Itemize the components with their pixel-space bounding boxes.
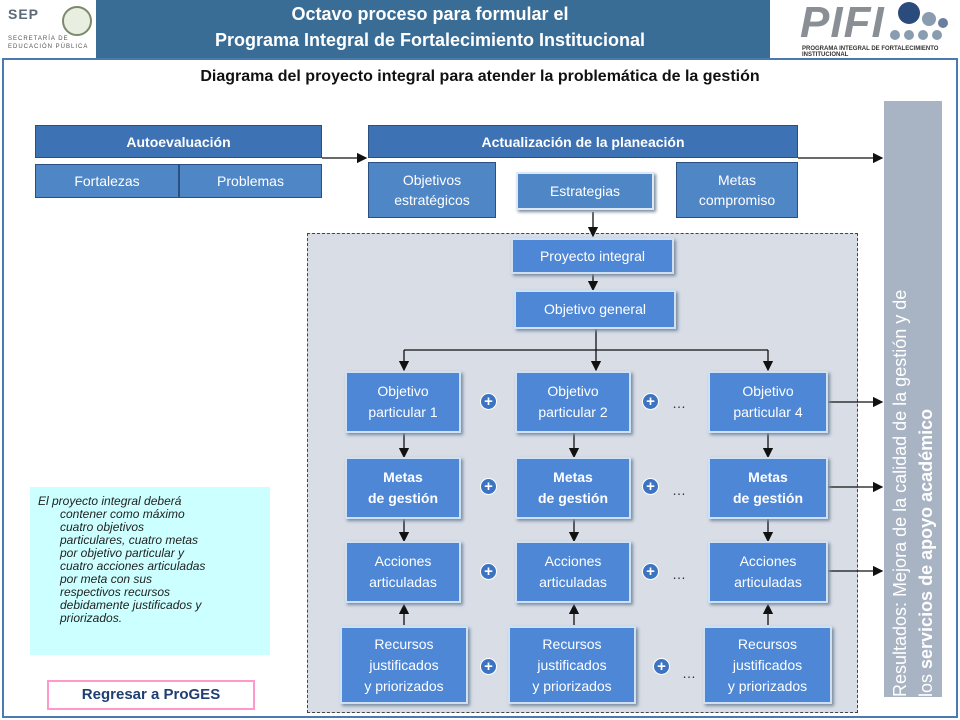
objetivo-particular-1-box: Objetivo particular 1 bbox=[345, 371, 461, 433]
metas-2-line2: de gestión bbox=[537, 490, 608, 506]
acciones-articuladas-1-box: Acciones articuladas bbox=[345, 541, 461, 603]
plus-icon: + bbox=[480, 478, 497, 495]
note-line: respectivos recursos bbox=[60, 585, 171, 599]
estrategias-box: Estrategias bbox=[516, 172, 654, 210]
metas-4-line1: Metas bbox=[748, 469, 788, 485]
plus-icon: + bbox=[480, 563, 497, 580]
acciones-2-line1: Acciones bbox=[544, 553, 602, 569]
resultados-line2-normal: los bbox=[916, 668, 936, 697]
recursos-1-line1: Recursos bbox=[374, 635, 434, 652]
metas-1-line2: de gestión bbox=[367, 490, 438, 506]
acciones-4-line1: Acciones bbox=[739, 553, 797, 569]
metas-compromiso-line1: Metas bbox=[717, 172, 757, 188]
resultados-line2: los servicios de apoyo académico bbox=[913, 101, 939, 697]
metas-compromiso-line2: compromiso bbox=[698, 192, 776, 208]
acciones-2-line2: articuladas bbox=[539, 574, 607, 590]
objetivo-particular-4-box: Objetivo particular 4 bbox=[708, 371, 828, 433]
acciones-1-line2: articuladas bbox=[369, 574, 437, 590]
recursos-4-box: Recursos justificados y priorizados bbox=[703, 626, 832, 704]
metas-4-line2: de gestión bbox=[732, 490, 803, 506]
recursos-4-line1: Recursos bbox=[737, 635, 798, 652]
recursos-2-line1: Recursos bbox=[542, 635, 602, 652]
sep-subtitle-1: SECRETARÍA DE bbox=[8, 36, 69, 42]
regresar-proges-button[interactable]: Regresar a ProGES bbox=[47, 680, 255, 710]
page-title-line1: Octavo proceso para formular el bbox=[291, 4, 569, 24]
plus-icon: + bbox=[642, 563, 659, 580]
recursos-1-line3: y priorizados bbox=[364, 677, 444, 694]
content-frame bbox=[2, 58, 958, 718]
ellipsis: … bbox=[672, 395, 687, 411]
metas-gestion-2-box: Metas de gestión bbox=[515, 457, 631, 519]
note-line: contener como máximo bbox=[60, 507, 185, 521]
ellipsis: … bbox=[682, 665, 697, 681]
metas-compromiso-box: Metas compromiso bbox=[676, 162, 798, 218]
objetivos-estrategicos-box: Objetivos estratégicos bbox=[368, 162, 496, 218]
note-line: por objetivo particular y bbox=[60, 546, 185, 560]
plus-icon: + bbox=[653, 658, 670, 675]
objetivo-particular-2-box: Objetivo particular 2 bbox=[515, 371, 631, 433]
acciones-articuladas-4-box: Acciones articuladas bbox=[708, 541, 828, 603]
metas-gestion-4-box: Metas de gestión bbox=[708, 457, 828, 519]
recursos-4-line3: y priorizados bbox=[727, 677, 808, 694]
objetivo-1-line1: Objetivo bbox=[377, 383, 429, 399]
problemas-box: Problemas bbox=[179, 164, 322, 198]
objetivo-2-line1: Objetivo bbox=[547, 383, 599, 399]
objetivo-4-line1: Objetivo bbox=[742, 383, 794, 399]
metas-gestion-1-box: Metas de gestión bbox=[345, 457, 461, 519]
info-note: El proyecto integral deberá contener com… bbox=[30, 487, 270, 655]
objetivo-2-line2: particular 2 bbox=[538, 404, 608, 420]
planeacion-header: Actualización de la planeación bbox=[368, 125, 798, 158]
objetivo-general-box: Objetivo general bbox=[514, 290, 676, 329]
metas-2-line1: Metas bbox=[553, 469, 593, 485]
note-line: El proyecto integral deberá bbox=[38, 494, 182, 508]
resultados-line2-bold: servicios de apoyo académico bbox=[916, 408, 936, 669]
recursos-1-line2: justificados bbox=[369, 656, 439, 673]
objetivo-1-line2: particular 1 bbox=[368, 404, 438, 420]
note-line: por meta con sus bbox=[60, 572, 153, 586]
sep-logo-text: SEP bbox=[8, 6, 40, 22]
sep-subtitle-2: EDUCACIÓN PÚBLICA bbox=[8, 44, 89, 50]
objetivo-4-line2: particular 4 bbox=[733, 404, 803, 420]
recursos-4-line2: justificados bbox=[732, 656, 803, 673]
note-line: cuatro objetivos bbox=[60, 520, 145, 534]
page-title-line2: Programa Integral de Fortalecimiento Ins… bbox=[214, 30, 646, 50]
objetivos-line2: estratégicos bbox=[394, 192, 470, 208]
plus-icon: + bbox=[642, 478, 659, 495]
fortalezas-box: Fortalezas bbox=[35, 164, 179, 198]
resultados-text: Resultados: Mejora de la calidad de la g… bbox=[887, 101, 939, 697]
acciones-4-line2: articuladas bbox=[734, 574, 802, 590]
recursos-2-line2: justificados bbox=[537, 656, 607, 673]
acciones-articuladas-2-box: Acciones articuladas bbox=[515, 541, 631, 603]
national-seal-icon bbox=[62, 6, 92, 36]
metas-1-line1: Metas bbox=[383, 469, 423, 485]
recursos-2-box: Recursos justificados y priorizados bbox=[508, 626, 636, 704]
ellipsis: … bbox=[672, 482, 687, 498]
proyecto-integral-box: Proyecto integral bbox=[511, 238, 674, 274]
note-line: priorizados. bbox=[60, 611, 123, 625]
plus-icon: + bbox=[480, 393, 497, 410]
note-line: particulares, cuatro metas bbox=[60, 533, 199, 547]
plus-icon: + bbox=[642, 393, 659, 410]
plus-icon: + bbox=[480, 658, 497, 675]
resultados-panel bbox=[884, 101, 942, 697]
note-line: cuatro acciones articuladas bbox=[60, 559, 206, 573]
objetivos-line1: Objetivos bbox=[402, 172, 462, 188]
note-line: debidamente justificados y bbox=[60, 598, 202, 612]
resultados-line1: Resultados: Mejora de la calidad de la g… bbox=[890, 289, 910, 697]
pifi-logo bbox=[770, 0, 960, 58]
diagram-title: Diagrama del proyecto integral para aten… bbox=[200, 68, 760, 85]
autoevaluacion-header: Autoevaluación bbox=[35, 125, 322, 158]
ellipsis: … bbox=[672, 566, 687, 582]
pifi-logo-subtitle: PROGRAMA INTEGRAL DE FORTALECIMIENTO INS… bbox=[802, 46, 939, 58]
pifi-logo-text: PIFI bbox=[800, 0, 885, 47]
acciones-1-line1: Acciones bbox=[374, 553, 432, 569]
recursos-2-line3: y priorizados bbox=[532, 677, 612, 694]
recursos-1-box: Recursos justificados y priorizados bbox=[340, 626, 468, 704]
